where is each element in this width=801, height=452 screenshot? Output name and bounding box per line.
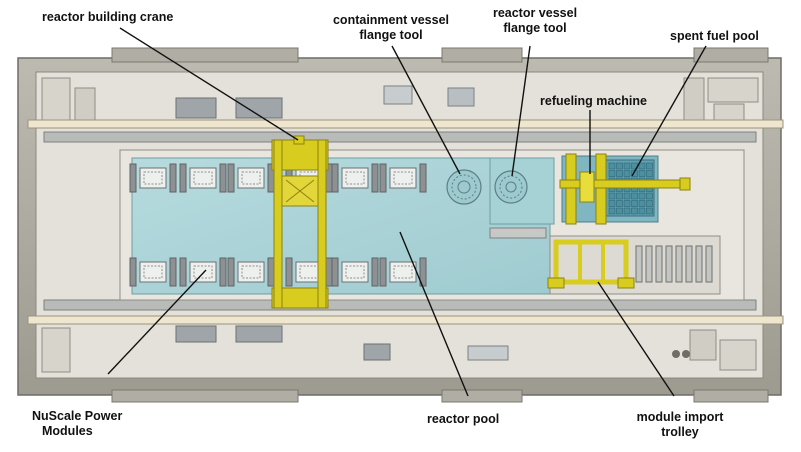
containment-vessel-flange-tool bbox=[446, 169, 482, 205]
module-import-trolley bbox=[547, 239, 713, 289]
label-text: spent fuel pool bbox=[670, 29, 759, 43]
label-module-import-trolley: module import trolley bbox=[625, 410, 735, 440]
power-module-bay bbox=[129, 163, 177, 193]
reactor-vessel-flange-tool bbox=[494, 170, 528, 204]
label-line-1: NuScale Power bbox=[32, 409, 123, 423]
power-module-bay bbox=[129, 257, 177, 287]
label-reactor-pool: reactor pool bbox=[427, 412, 499, 427]
power-module-bay bbox=[179, 257, 227, 287]
label-text: reactor building crane bbox=[42, 10, 174, 24]
label-refueling-machine: refueling machine bbox=[540, 94, 647, 109]
label-text: reactor pool bbox=[427, 412, 500, 426]
leader-crane bbox=[119, 27, 299, 141]
label-nuscale-power-modules: NuScale Power Modules bbox=[32, 409, 122, 439]
label-line-1: module import bbox=[636, 410, 724, 424]
label-reactor-vessel-flange-tool: reactor vessel flange tool bbox=[480, 6, 590, 36]
leader-lines bbox=[107, 27, 707, 397]
label-spent-fuel-pool: spent fuel pool bbox=[670, 29, 759, 44]
reactor-building-crane bbox=[271, 135, 329, 309]
leader-reactor-pool bbox=[399, 231, 469, 397]
label-line-1: reactor vessel bbox=[492, 6, 578, 20]
leader-power-modules bbox=[107, 269, 207, 375]
label-line-2: flange tool bbox=[503, 21, 567, 35]
label-line-2: trolley bbox=[661, 425, 699, 439]
power-module-bay bbox=[331, 257, 379, 287]
power-modules-bottom-row bbox=[129, 257, 427, 287]
upper-rooms bbox=[41, 77, 759, 125]
power-module-bay bbox=[379, 257, 427, 287]
refueling-machine bbox=[559, 153, 691, 225]
leader-trolley bbox=[597, 281, 675, 397]
label-line-2: Modules bbox=[42, 424, 93, 438]
leader-spent-fuel-pool bbox=[631, 45, 707, 177]
label-reactor-building-crane: reactor building crane bbox=[42, 10, 173, 25]
label-line-1: containment vessel bbox=[332, 13, 449, 27]
leader-containment-tool bbox=[391, 45, 461, 175]
lower-rooms bbox=[41, 325, 757, 373]
power-module-bay bbox=[179, 163, 227, 193]
label-text: refueling machine bbox=[540, 94, 647, 108]
trolley-track-rollers bbox=[635, 245, 713, 283]
power-module-bay bbox=[331, 163, 379, 193]
label-containment-vessel-flange-tool: containment vessel flange tool bbox=[316, 13, 466, 43]
power-module-bay bbox=[379, 163, 427, 193]
label-line-2: flange tool bbox=[359, 28, 423, 42]
leader-reactor-vessel-tool bbox=[511, 45, 531, 177]
